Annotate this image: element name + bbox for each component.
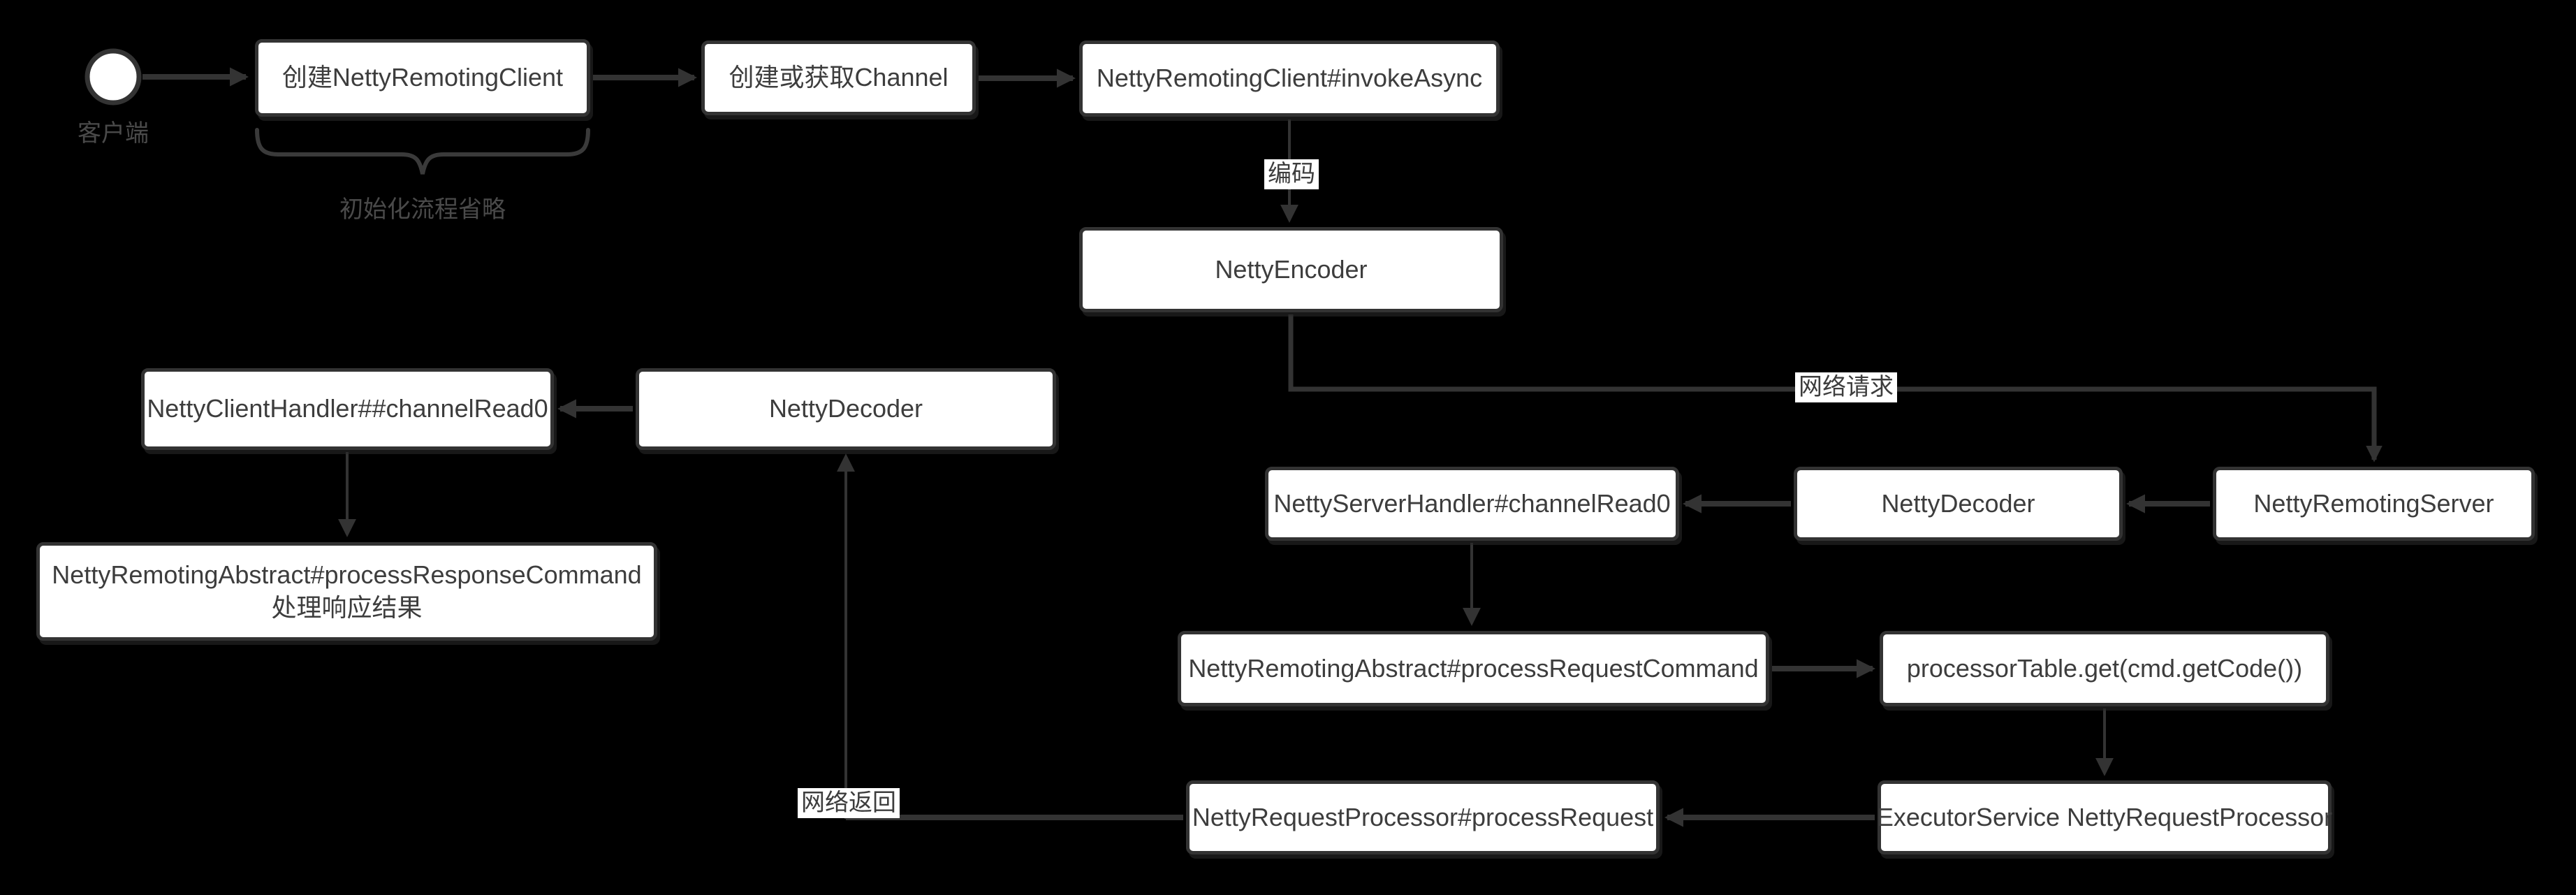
edge-label-network-return: 网络返回 — [798, 788, 900, 819]
node-create-netty-remoting-client: 创建NettyRemotingClient — [255, 39, 590, 117]
node-label: NettyDecoder — [1881, 488, 2035, 518]
node-label: 创建或获取Channel — [729, 63, 949, 92]
node-label: NettyRequestProcessor#processRequest — [1192, 802, 1654, 831]
node-label: NettyEncoder — [1215, 254, 1368, 284]
node-label: NettyRemotingServer — [2253, 488, 2494, 518]
start-circle — [85, 48, 142, 105]
node-client-handler-channelread0: NettyClientHandler##channelRead0 — [141, 368, 554, 450]
edge-label-network-request: 网络请求 — [1795, 372, 1897, 403]
node-label: NettyRemotingClient#invokeAsync — [1096, 64, 1483, 93]
node-label: NettyClientHandler##channelRead0 — [147, 394, 548, 423]
node-label: NettyServerHandler#channelRead0 — [1273, 488, 1671, 518]
node-server-netty-decoder: NettyDecoder — [1794, 467, 2123, 541]
node-label: NettyRemotingAbstract#processRequestComm… — [1188, 653, 1759, 683]
start-circle-label: 客户端 — [78, 120, 149, 147]
node-label: ExecutorService NettyRequestProcessor — [1876, 802, 2333, 831]
node-processor-table-get: processorTable.get(cmd.getCode()) — [1880, 631, 2329, 706]
node-label-line1: NettyRemotingAbstract#processResponseCom… — [52, 560, 642, 589]
edge-label-encode: 编码 — [1264, 159, 1319, 190]
node-invoke-async: NettyRemotingClient#invokeAsync — [1079, 41, 1500, 117]
node-label-line2: 处理响应结果 — [271, 592, 423, 622]
node-client-netty-decoder: NettyDecoder — [636, 368, 1056, 450]
node-server-handler-channelread0: NettyServerHandler#channelRead0 — [1265, 467, 1679, 541]
init-omitted-note: 初始化流程省略 — [339, 196, 506, 223]
node-executor-service-processor: ExecutorService NettyRequestProcessor — [1876, 780, 2333, 854]
node-label: 创建NettyRemotingClient — [281, 63, 564, 92]
node-label: processorTable.get(cmd.getCode()) — [1906, 653, 2303, 683]
init-brace — [255, 128, 590, 175]
node-process-request-command: NettyRemotingAbstract#processRequestComm… — [1178, 631, 1769, 706]
node-netty-remoting-server: NettyRemotingServer — [2213, 467, 2535, 541]
node-request-processor-process-request: NettyRequestProcessor#processRequest — [1186, 780, 1660, 854]
node-label: NettyDecoder — [768, 394, 923, 423]
node-netty-encoder: NettyEncoder — [1079, 227, 1503, 312]
node-process-response-command: NettyRemotingAbstract#processResponseCom… — [36, 542, 657, 641]
node-create-or-get-channel: 创建或获取Channel — [701, 41, 976, 115]
